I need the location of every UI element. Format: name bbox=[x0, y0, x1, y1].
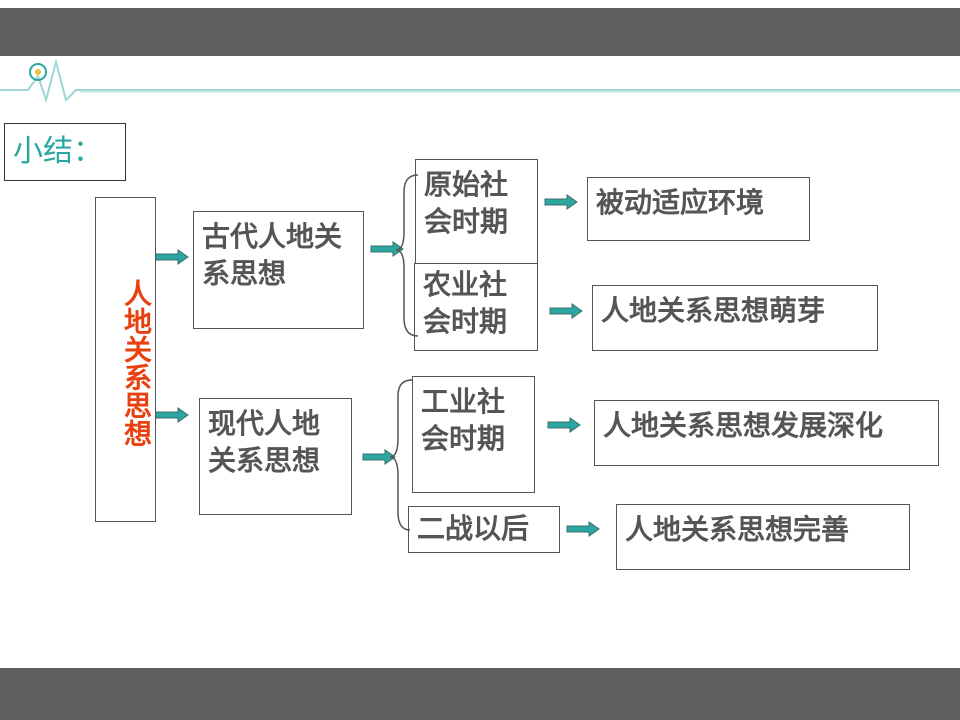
leaf-thought-perfected: 人地关系思想完善 bbox=[616, 504, 910, 570]
leaf-thought-sprouting: 人地关系思想萌芽 bbox=[592, 285, 878, 351]
brace-modern bbox=[389, 379, 413, 531]
arrow-industrial-result bbox=[547, 417, 581, 433]
arrow-root-modern bbox=[155, 407, 189, 423]
arrow-primitive-result bbox=[544, 194, 578, 210]
node-modern-thought: 现代人地关系思想 bbox=[199, 398, 352, 515]
top-banner bbox=[0, 8, 960, 56]
arrow-root-ancient bbox=[155, 249, 189, 265]
pulse-dot-icon bbox=[35, 69, 41, 75]
arrow-postwar-result bbox=[566, 521, 600, 537]
node-post-ww2: 二战以后 bbox=[408, 506, 560, 553]
leaf-passive-adaptation: 被动适应环境 bbox=[587, 177, 810, 241]
node-primitive-society: 原始社会时期 bbox=[415, 159, 538, 273]
node-agricultural-society: 农业社会时期 bbox=[414, 263, 538, 351]
heartbeat-line-decoration bbox=[0, 58, 960, 104]
leaf-thought-deepening: 人地关系思想发展深化 bbox=[594, 400, 939, 466]
node-industrial-society: 工业社会时期 bbox=[412, 376, 535, 493]
arrow-agricultural-result bbox=[549, 303, 583, 319]
brace-ancient bbox=[395, 174, 419, 337]
root-node: 人地关系思想 bbox=[95, 197, 156, 522]
bottom-banner bbox=[0, 668, 960, 720]
node-ancient-thought: 古代人地关系思想 bbox=[193, 211, 364, 329]
pulse-circle-icon bbox=[29, 63, 47, 81]
summary-title: 小结： bbox=[4, 123, 126, 181]
